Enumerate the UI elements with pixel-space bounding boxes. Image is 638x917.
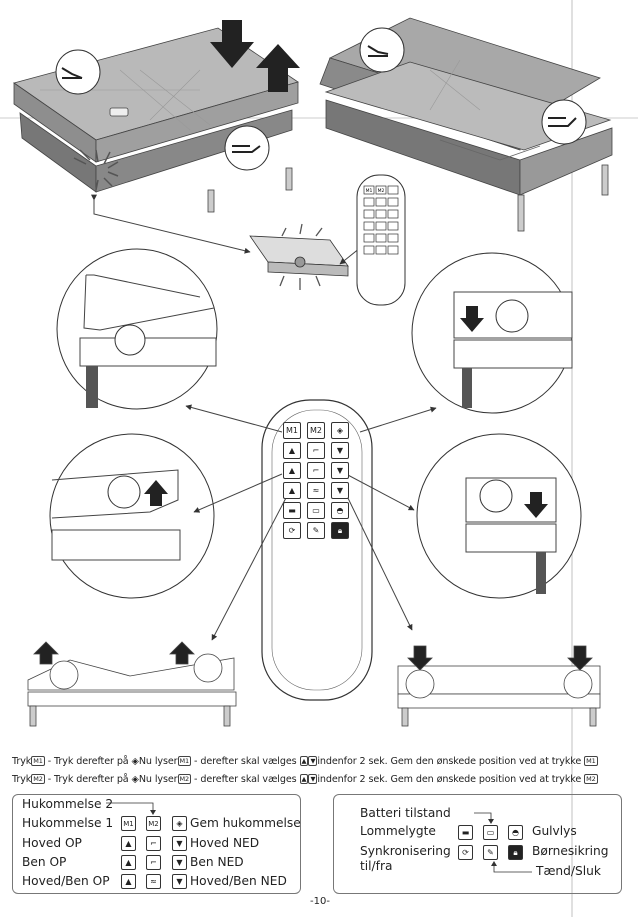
light-rays [73, 149, 119, 191]
arrow-down-icon: ▼ [172, 855, 187, 870]
remote-m1-button[interactable]: M1 [283, 422, 301, 439]
m1-key: M1 [121, 816, 136, 831]
diamond-save-icon: ◈ [131, 756, 139, 767]
arrow-down-icon[interactable]: ▼ [331, 442, 349, 459]
detail-circle-right-top [411, 252, 573, 414]
label-flashlight: Lommelygte [360, 824, 436, 838]
remote-m2-button[interactable]: M2 [307, 422, 325, 439]
sync-icon: ⟳ [458, 845, 473, 860]
lock-icon: 🔒︎ [508, 845, 523, 860]
arrow-up-icon: ▲ [299, 756, 309, 766]
page-number: -10- [310, 896, 330, 907]
m2-key: M2 [146, 816, 161, 831]
arrow-down-icon: ▼ [172, 836, 187, 851]
detail-circle-left-top [56, 248, 218, 410]
arrow-up-icon: ▲ [121, 836, 136, 851]
arrow-down-icon[interactable]: ▼ [331, 482, 349, 499]
bed-bottom-left [27, 641, 237, 727]
arrow-down-icon [210, 20, 254, 68]
arrow-up-icon[interactable]: ▲ [283, 462, 301, 479]
arrow-down-icon: ▼ [172, 874, 187, 889]
label-child-lock: Børnesikring [532, 844, 609, 858]
arrow-up-icon[interactable]: ▲ [283, 442, 301, 459]
zoom-badge [55, 49, 101, 95]
diamond-save-icon: ◈ [131, 774, 139, 785]
floor-light-icon: ◓ [508, 825, 523, 840]
sync-icon[interactable]: ⟳ [283, 522, 301, 539]
label-headleg-up: Hoved/Ben OP [22, 874, 110, 888]
label-battery: Batteri tilstand [360, 806, 451, 820]
battery-icon[interactable]: ▭ [307, 502, 325, 519]
battery-icon: ▭ [483, 825, 498, 840]
floor-light-icon[interactable]: ◓ [331, 502, 349, 519]
head-icon: ⌐ [307, 442, 325, 459]
label-floor-light: Gulvlys [532, 824, 577, 838]
arrow-up-icon[interactable]: ▲ [283, 482, 301, 499]
arrow-up-icon: ▲ [299, 774, 309, 784]
label-sync-2: til/fra [360, 859, 393, 873]
leg-icon: ⌐ [146, 855, 161, 870]
legend-left [12, 794, 301, 894]
arrow-up-icon [256, 44, 300, 92]
arrow-down-icon: ▼ [308, 774, 318, 784]
label-sync: Synkronisering [360, 844, 451, 858]
power-icon[interactable]: ✎ [307, 522, 325, 539]
label-memory1: Hukommelse 1 [22, 816, 114, 830]
lock-icon[interactable]: 🔒︎ [331, 522, 349, 539]
arrow-up-icon: ▲ [121, 874, 136, 889]
label-leg-up: Ben OP [22, 855, 67, 869]
zoom-badge [224, 125, 270, 171]
flashlight-icon: ▬ [458, 825, 473, 840]
zoom-badge [359, 27, 405, 73]
legend-right [333, 794, 622, 894]
label-memory2: Hukommelse 2 [22, 797, 114, 811]
label-headleg-down: Hoved/Ben NED [190, 874, 287, 888]
small-remote: M1 M2 [356, 174, 406, 306]
label-save-memory: Gem hukommelse [190, 816, 301, 830]
svg-text:M1: M1 [366, 188, 373, 194]
arrow-down-icon: ▼ [308, 756, 318, 766]
bed-bottom-right [397, 645, 601, 727]
detail-circle-left-bottom [49, 433, 215, 599]
headleg-icon: ≈ [146, 874, 161, 889]
control-box [249, 235, 349, 277]
label-power: Tænd/Sluk [536, 864, 601, 878]
svg-text:M2: M2 [378, 188, 385, 194]
leg-icon: ⌐ [307, 462, 325, 479]
label-head-up: Hoved OP [22, 836, 82, 850]
detail-circle-right-bottom [416, 433, 582, 599]
arrow-up-icon: ▲ [121, 855, 136, 870]
label-leg-down: Ben NED [190, 855, 244, 869]
diamond-save-icon[interactable]: ◈ [331, 422, 349, 439]
head-icon: ⌐ [146, 836, 161, 851]
flashlight-icon[interactable]: ▬ [283, 502, 301, 519]
zoom-badge [541, 99, 587, 145]
arrow-down-icon[interactable]: ▼ [331, 462, 349, 479]
label-head-down: Hoved NED [190, 836, 260, 850]
headleg-icon: ≈ [307, 482, 325, 499]
power-icon: ✎ [483, 845, 498, 860]
diamond-save-icon: ◈ [172, 816, 187, 831]
